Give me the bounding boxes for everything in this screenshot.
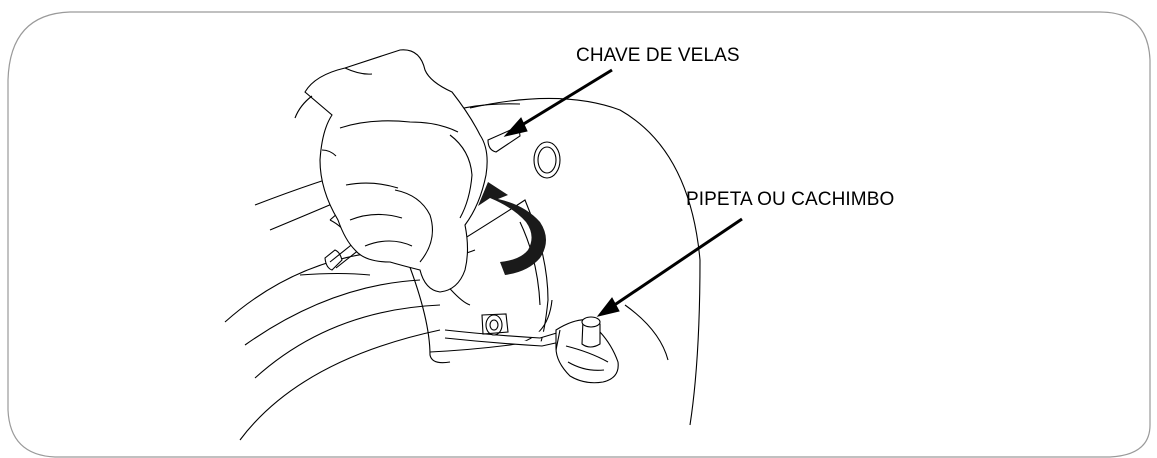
spark-plug-cap	[445, 314, 618, 383]
curved-rotation-arrow-icon	[478, 182, 546, 275]
gloved-hand	[295, 50, 487, 292]
cap-callout-arrow	[598, 219, 742, 316]
spark-plug-wrench-label: CHAVE DE VELAS	[576, 45, 740, 67]
body-port	[534, 142, 560, 178]
illustration-frame	[8, 12, 1150, 457]
spark-plug-cap-label: PIPETA OU CACHIMBO	[686, 189, 894, 211]
